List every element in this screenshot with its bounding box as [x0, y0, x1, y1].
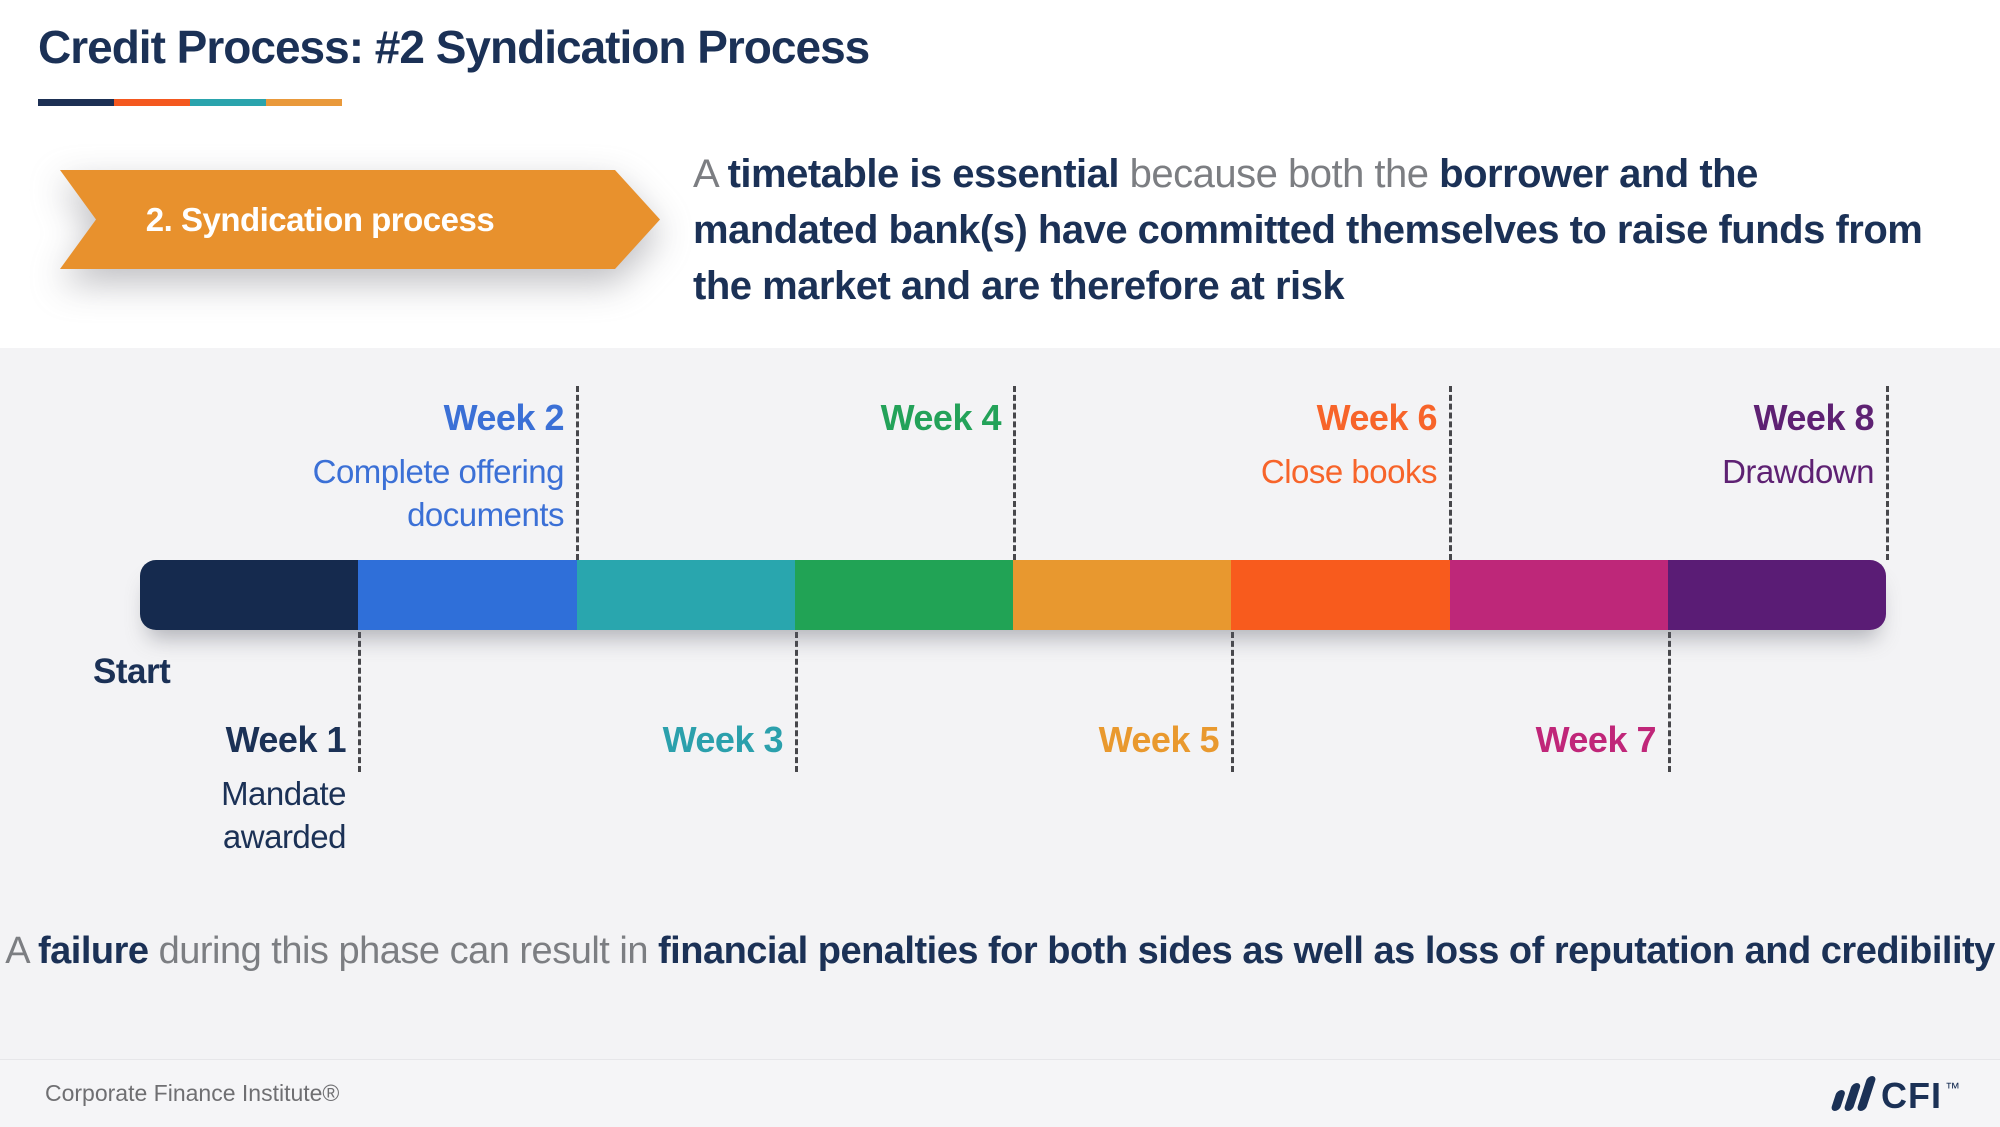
footer: Corporate Finance Institute® CFI ™: [0, 1059, 2000, 1127]
week-name: Week 3: [662, 719, 784, 760]
week-label-block-1: Week 1 Mandate awarded: [100, 718, 346, 858]
bar-segment-week-8: [1667, 560, 1886, 630]
week-label-block-2: Week 2 Complete offering documents: [260, 396, 565, 536]
week-sublabel: Drawdown: [1722, 453, 1874, 490]
dashline-week-1: [358, 632, 361, 772]
cfi-logo-text: CFI: [1881, 1075, 1942, 1116]
intro-plain: because both the: [1119, 152, 1440, 196]
intro-highlight: timetable is essential: [727, 152, 1120, 196]
footnote-text: A failure during this phase can result i…: [0, 922, 2000, 980]
week-sublabel: Close books: [1260, 453, 1438, 490]
page-title: Credit Process: #2 Syndication Process: [38, 21, 870, 73]
cfi-logo: CFI ™: [1830, 1075, 1960, 1116]
underline-segment-1: [38, 99, 114, 106]
title-underline: [38, 99, 342, 106]
week-name: Week 5: [1098, 719, 1220, 760]
week-name: Week 2: [443, 397, 565, 438]
dashline-week-6: [1449, 386, 1452, 560]
underline-segment-3: [190, 99, 266, 106]
footnote-plain: A: [5, 930, 38, 972]
bar-segment-week-4: [794, 560, 1013, 630]
brand-text: Corporate Finance Institute®: [45, 1080, 340, 1106]
dashline-week-5: [1231, 632, 1234, 772]
timeline-bar: [140, 560, 1886, 630]
intro-plain: A: [693, 152, 728, 196]
background-band: [0, 348, 2000, 1127]
week-sublabel: Mandate awarded: [221, 775, 346, 855]
intro-text: A timetable is essential because both th…: [693, 146, 1928, 314]
bar-segment-week-2: [358, 560, 577, 630]
footnote-highlight: financial penalties for both sides as we…: [658, 930, 1995, 972]
week-label-block-7: Week 7: [1410, 718, 1657, 762]
footnote-highlight: failure: [38, 930, 149, 972]
dashline-week-2: [576, 386, 579, 560]
cfi-logo-icon: [1830, 1076, 1877, 1111]
banner-arrow: 2. Syndication process: [60, 170, 660, 269]
week-name: Week 4: [880, 397, 1002, 438]
dashline-week-8: [1886, 386, 1889, 560]
week-label-block-4: Week 4: [700, 396, 1002, 440]
start-label: Start: [93, 652, 171, 691]
bar-segment-week-5: [1013, 560, 1232, 630]
week-name: Week 1: [225, 719, 347, 760]
banner-label: 2. Syndication process: [145, 200, 495, 238]
footnote-plain: during this phase can result in: [148, 930, 659, 972]
week-name: Week 8: [1753, 397, 1875, 438]
week-label-block-8: Week 8 Drawdown: [1570, 396, 1874, 493]
bar-segment-week-1: [140, 560, 359, 630]
week-name: Week 7: [1535, 719, 1657, 760]
week-label-block-6: Week 6 Close books: [1140, 396, 1438, 493]
bar-segment-week-7: [1449, 560, 1668, 630]
bar-segment-week-3: [576, 560, 795, 630]
week-name: Week 6: [1316, 397, 1438, 438]
underline-segment-4: [266, 99, 342, 106]
week-sublabel: Complete offering documents: [312, 453, 565, 533]
dashline-week-3: [795, 632, 798, 772]
week-label-block-5: Week 5: [980, 718, 1220, 762]
intro-highlight: borrower and the mandated bank(s) have c…: [693, 152, 1923, 308]
dashline-week-7: [1668, 632, 1671, 772]
cfi-logo-tm: ™: [1945, 1080, 1960, 1097]
bar-segment-week-6: [1231, 560, 1450, 630]
dashline-week-4: [1013, 386, 1016, 560]
underline-segment-2: [114, 99, 190, 106]
week-label-block-3: Week 3: [540, 718, 784, 762]
